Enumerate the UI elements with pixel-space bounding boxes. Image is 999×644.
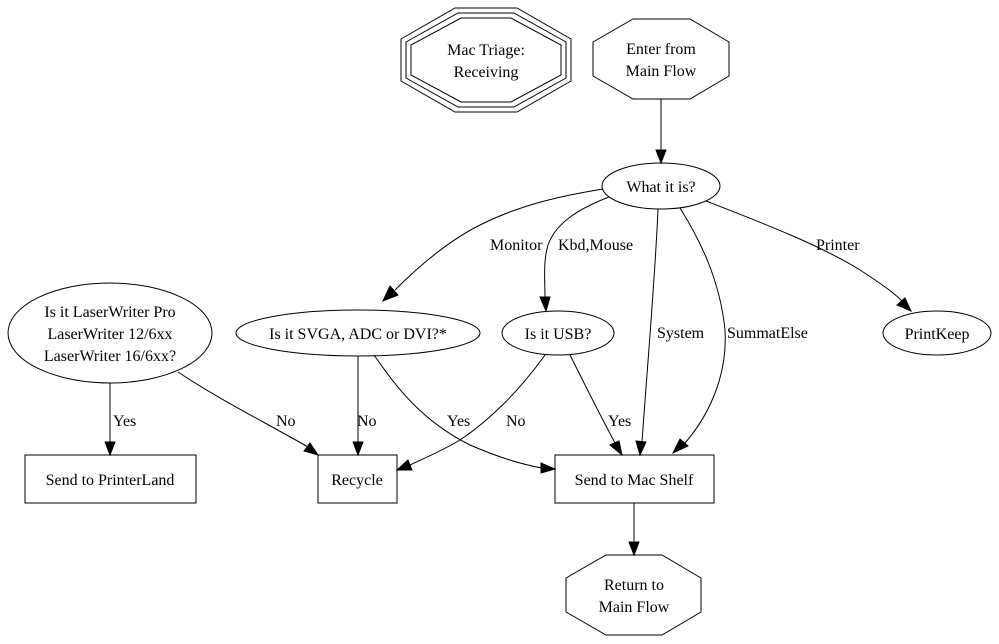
edge-laserwriter-to-printerland: Yes: [104, 383, 136, 457]
node-return-line-1: Return to: [604, 577, 664, 594]
edge-label-no-svga: No: [357, 413, 377, 430]
node-send-to-mac-shelf[interactable]: Send to Mac Shelf: [554, 454, 715, 504]
node-title-line-1: Mac Triage:: [447, 42, 525, 59]
arrowhead: [382, 285, 399, 302]
edge-label-yes-usb: Yes: [608, 413, 631, 430]
edge-enter-to-what: [655, 99, 667, 165]
edge-svga-to-recycle: No: [352, 356, 377, 457]
node-laserwriter-line-2: LaserWriter 12/6xx: [47, 326, 172, 343]
node-svga-label: Is it SVGA, ADC or DVI?*: [269, 326, 447, 343]
node-laserwriter-question[interactable]: Is it LaserWriter Pro LaserWriter 12/6xx…: [7, 282, 213, 384]
arrowhead: [635, 440, 647, 457]
node-macshelf-label: Send to Mac Shelf: [575, 472, 694, 489]
arrowhead: [352, 441, 364, 457]
edge-macshelf-to-return: [628, 503, 640, 557]
edge-usb-to-recycle: No: [395, 354, 546, 471]
node-printerland-label: Send to PrinterLand: [46, 472, 175, 489]
node-enter-from-main-flow[interactable]: Enter from Main Flow: [592, 18, 730, 100]
arrowhead: [628, 541, 640, 557]
edge-usb-to-macshelf: Yes: [569, 354, 631, 457]
arrowhead: [104, 441, 116, 457]
node-printkeep-label: PrintKeep: [905, 326, 970, 343]
arrowhead: [540, 462, 557, 474]
edge-label-no-usb: No: [506, 413, 526, 430]
node-title-line-2: Receiving: [454, 64, 519, 81]
edge-label-system: System: [657, 325, 705, 342]
edge-label-yes-laserwriter: Yes: [113, 413, 136, 430]
edge-label-no-laserwriter: No: [276, 413, 296, 430]
edge-label-kbd-mouse: Kbd,Mouse: [558, 237, 633, 254]
arrowhead: [655, 149, 667, 165]
node-return-to-main-flow[interactable]: Return to Main Flow: [565, 554, 702, 636]
edge-what-to-printkeep: Printer: [705, 200, 912, 312]
node-enter-line-1: Enter from: [626, 41, 696, 58]
node-send-to-printerland[interactable]: Send to PrinterLand: [24, 454, 197, 504]
edge-what-to-macshelf-system: System: [635, 208, 705, 457]
arrowhead: [539, 296, 551, 313]
edge-label-yes-svga: Yes: [447, 413, 470, 430]
arrowhead: [609, 440, 623, 457]
node-laserwriter-line-1: Is it LaserWriter Pro: [44, 304, 175, 321]
arrowhead: [395, 459, 413, 471]
node-printkeep[interactable]: PrintKeep: [882, 310, 992, 356]
node-recycle[interactable]: Recycle: [317, 454, 398, 504]
edge-laserwriter-to-recycle: No: [177, 371, 320, 456]
edge-what-to-usb: Kbd,Mouse: [539, 196, 633, 313]
node-what-label: What it is?: [626, 179, 695, 196]
node-laserwriter-line-3: LaserWriter 16/6xx?: [44, 348, 176, 365]
node-what-it-is[interactable]: What it is?: [601, 162, 721, 210]
edges: Monitor Kbd,Mouse System SummatElse Prin…: [104, 99, 912, 557]
arrowhead: [671, 438, 689, 455]
edge-label-monitor: Monitor: [490, 237, 543, 254]
node-usb-question[interactable]: Is it USB?: [501, 310, 615, 356]
edge-what-to-svga: Monitor: [382, 188, 604, 302]
arrowhead: [303, 442, 320, 456]
node-svga-question[interactable]: Is it SVGA, ADC or DVI?*: [235, 309, 481, 357]
node-enter-line-2: Main Flow: [626, 63, 697, 80]
arrowhead: [896, 297, 912, 312]
edge-svga-to-macshelf: Yes: [373, 354, 557, 474]
edge-label-printer: Printer: [816, 237, 860, 254]
node-recycle-label: Recycle: [331, 472, 383, 489]
edge-what-to-macshelf-summatelse: SummatElse: [671, 207, 808, 455]
edge-label-summatelse: SummatElse: [727, 325, 808, 342]
node-title: Mac Triage: Receiving: [400, 7, 572, 113]
node-return-line-2: Main Flow: [599, 599, 670, 616]
node-usb-label: Is it USB?: [525, 326, 592, 343]
